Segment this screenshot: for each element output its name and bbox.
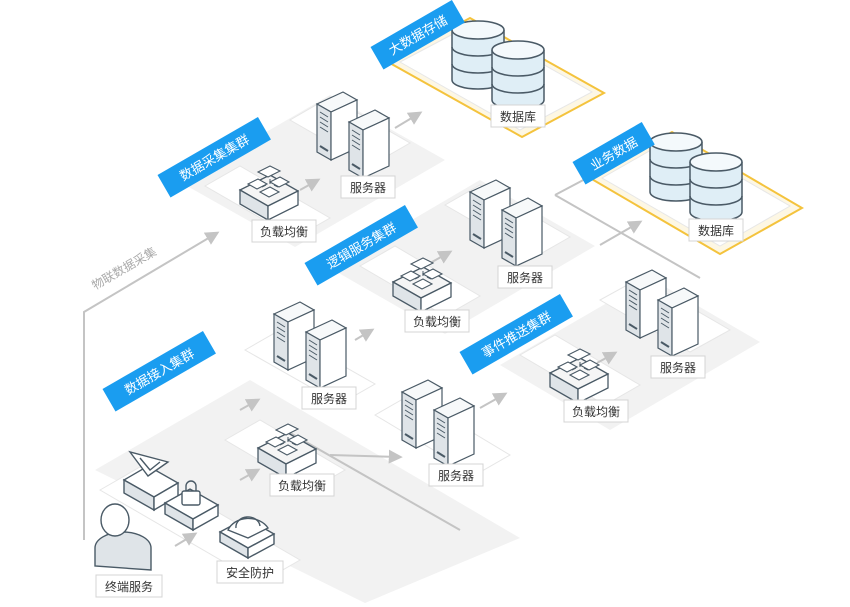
security-icon — [218, 516, 276, 560]
user-icon — [94, 503, 152, 571]
database-label: 数据库 — [490, 104, 546, 128]
iot-collection-line — [83, 231, 220, 540]
lock-icon — [163, 480, 220, 532]
svg-text:终端服务: 终端服务 — [105, 579, 153, 594]
terminal-service-label: 终端服务 — [95, 574, 163, 598]
security-label: 安全防护 — [216, 560, 284, 584]
monitor-shield-icon — [122, 450, 180, 512]
svg-text:服务器: 服务器 — [311, 391, 347, 406]
svg-text:负载均衡: 负载均衡 — [572, 405, 620, 419]
load-balancer-label: 负载均衡 — [251, 219, 317, 243]
iot-collection-text: 物联数据采集 — [89, 244, 159, 293]
svg-text:数据库: 数据库 — [500, 109, 536, 124]
load-balancer-label: 负载均衡 — [563, 399, 629, 423]
data-access-flag: 数据接入集群 — [102, 331, 216, 412]
svg-text:服务器: 服务器 — [438, 468, 474, 483]
svg-text:服务器: 服务器 — [507, 270, 543, 285]
server-icon — [402, 380, 474, 466]
server-label: 服务器 — [650, 355, 706, 379]
svg-text:服务器: 服务器 — [350, 180, 386, 195]
load-balancer-label: 负载均衡 — [404, 309, 470, 333]
server-label: 服务器 — [340, 175, 396, 199]
svg-text:数据库: 数据库 — [698, 223, 734, 238]
load-balancer-label: 负载均衡 — [269, 473, 335, 497]
svg-text:负载均衡: 负载均衡 — [260, 225, 308, 239]
server-label: 服务器 — [497, 265, 553, 289]
svg-text:负载均衡: 负载均衡 — [278, 479, 326, 493]
svg-text:安全防护: 安全防护 — [226, 565, 274, 580]
server-label: 服务器 — [428, 463, 484, 487]
svg-text:服务器: 服务器 — [660, 360, 696, 375]
database-label: 数据库 — [688, 218, 744, 242]
server-icon — [274, 302, 346, 388]
server-label: 服务器 — [301, 386, 357, 410]
svg-text:负载均衡: 负载均衡 — [413, 315, 461, 329]
